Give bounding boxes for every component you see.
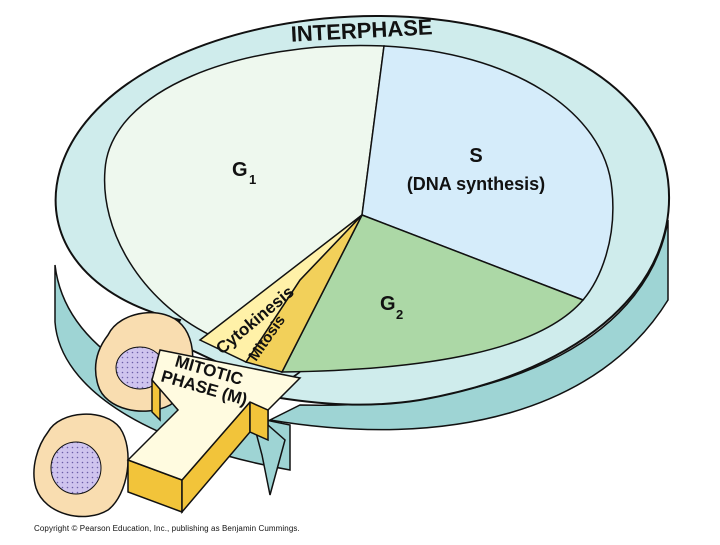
mitotic-phase-arrow [126,349,302,515]
g1-letter: G [232,159,248,181]
g2-letter: G [380,293,396,315]
s-letter: S [469,145,482,167]
s-label: S (DNA synthesis) [407,145,545,194]
g1-subscript: 1 [249,172,256,187]
sector-cytokinesis [198,214,363,363]
g2-subscript: 2 [396,307,403,322]
dividing-cell-bottom [33,413,129,518]
g1-label: G 1 [232,159,256,187]
s-detail: (DNA synthesis) [407,174,545,194]
g2-label: G 2 [380,293,403,322]
sector-g1 [103,44,385,336]
sector-g2 [280,214,585,373]
sector-s [361,45,614,301]
copyright-notice: Copyright © Pearson Education, Inc., pub… [34,524,300,533]
nucleus-bottom [50,441,102,495]
